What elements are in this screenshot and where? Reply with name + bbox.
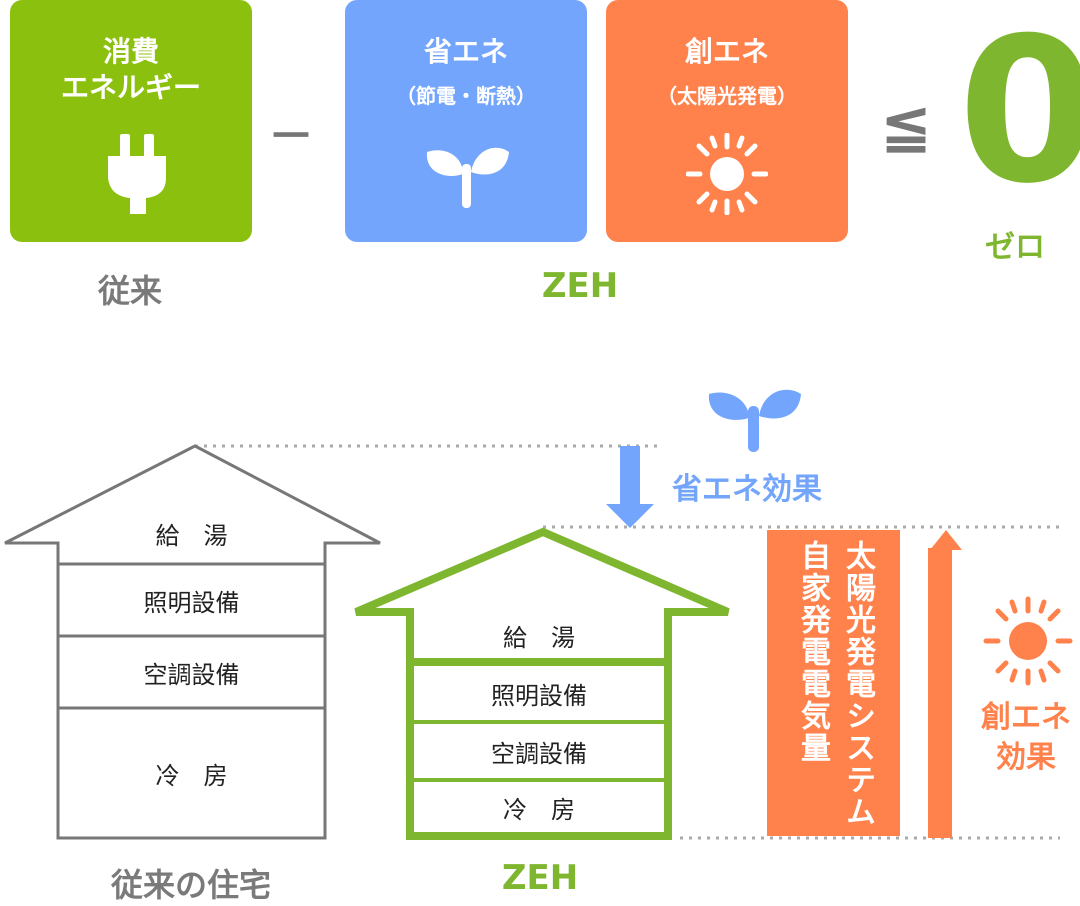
saving-subtitle: （節電・断熱）: [396, 84, 536, 108]
saving-card: 省エネ （節電・断熱）: [345, 0, 587, 242]
creation-title: 創エネ: [684, 35, 769, 68]
consumption-title: 消費 エネルギー: [60, 35, 201, 104]
consumption-card: 消費 エネルギー: [10, 0, 252, 242]
solar-system-label: 太陽光発電システム: [840, 540, 875, 828]
down-arrow-icon: [606, 446, 654, 528]
minus-sign: －: [268, 109, 314, 163]
saving-effect-label: 省エネ効果: [672, 472, 822, 507]
plug-icon: [108, 134, 166, 214]
conventional-house-body: [56, 562, 327, 840]
zeh-house-body: [406, 658, 672, 840]
zeh-floor-cooling: 冷 房: [503, 795, 575, 824]
zeh-floor-air-conditioning: 空調設備: [491, 740, 587, 768]
conventional-house-label: 従来の住宅: [110, 866, 271, 904]
zeh-floor-lighting: 照明設備: [491, 681, 587, 710]
sun-icon: [686, 133, 768, 215]
zeh-house-roof: [354, 527, 730, 666]
creation-effect-label: 創エネ 効果: [981, 700, 1071, 775]
up-arrow-icon: [928, 530, 962, 838]
sprout-icon: [426, 147, 509, 208]
self-generation-label: 自家発電電気量: [795, 540, 830, 764]
conventional-floor-cooling: 冷 房: [155, 762, 228, 790]
sun-icon-orange: [983, 596, 1073, 686]
zeh-label-bottom: ZEH: [501, 858, 579, 898]
zeh-floor-hot-water: 給 湯: [503, 623, 575, 652]
sprout-icon-blue: [708, 389, 801, 452]
zero-label: ゼロ: [985, 230, 1045, 265]
zero-numeral: 0: [958, 0, 1080, 228]
creation-subtitle: （太陽光発電）: [657, 84, 797, 108]
saving-title: 省エネ: [423, 35, 508, 68]
conventional-floor-air-conditioning: 空調設備: [143, 661, 240, 689]
solar-bar: [767, 530, 900, 836]
conventional-label: 従来: [97, 272, 162, 310]
conventional-house-roof: [4, 444, 381, 566]
creation-card: 創エネ （太陽光発電）: [606, 0, 848, 242]
less-or-equal-sign: ≦: [880, 88, 932, 161]
conventional-floor-hot-water: 給 湯: [155, 521, 228, 550]
conventional-floor-lighting: 照明設備: [143, 589, 240, 617]
zeh-label-top: ZEH: [541, 266, 619, 306]
